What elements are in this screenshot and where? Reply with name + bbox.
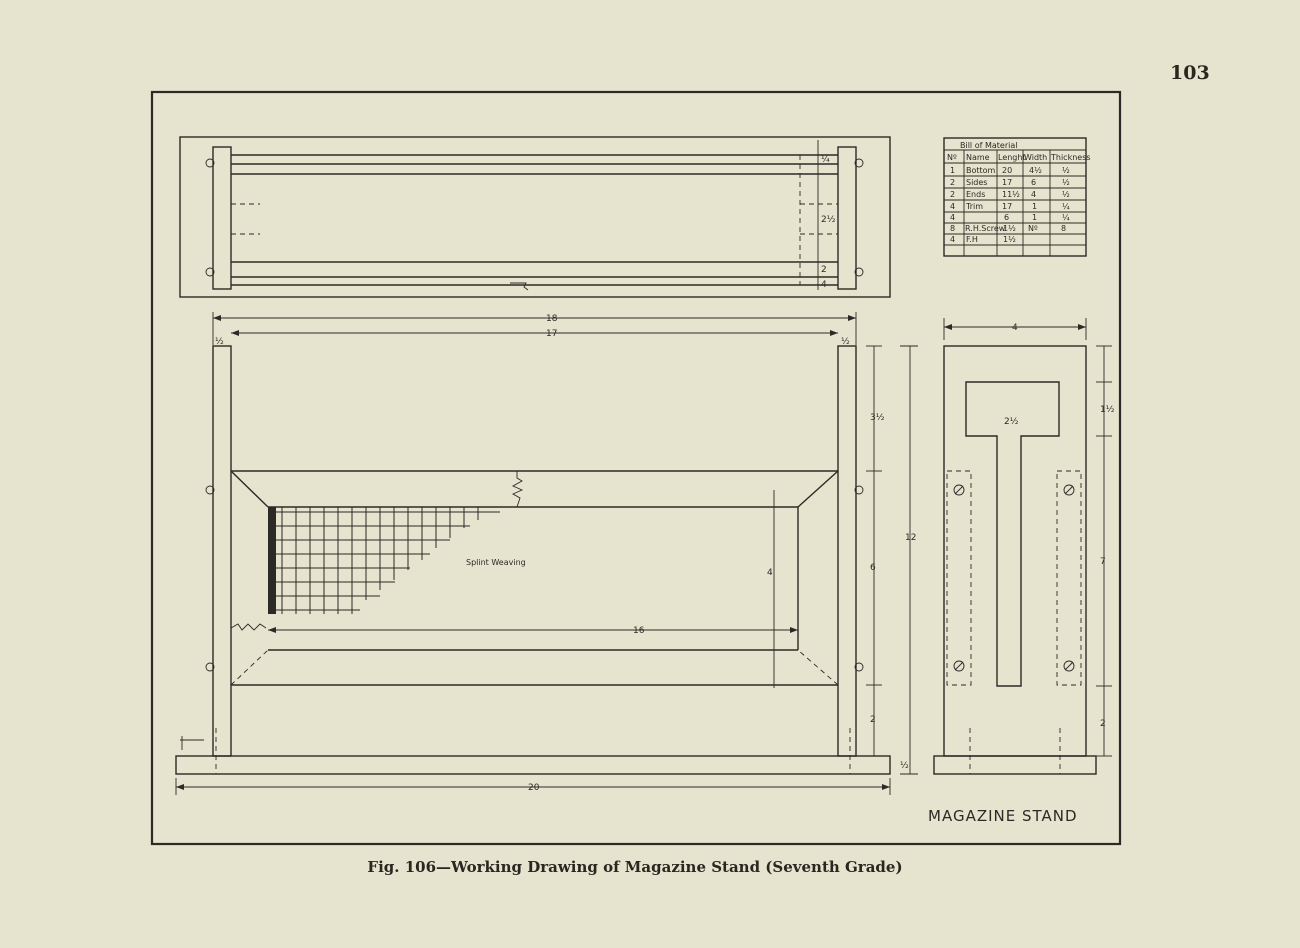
bom-cell: Sides (966, 178, 987, 187)
bom-cell: 20 (1002, 166, 1012, 175)
bom-cell: 1½ (1003, 224, 1016, 233)
bom-header-no: Nº (947, 153, 957, 162)
bom-cell: F.H (966, 235, 978, 244)
bom-cell: 17 (1002, 178, 1012, 187)
dim-panel-height: 4 (767, 568, 773, 578)
drawing-frame (150, 90, 1122, 846)
dim-top-width: 2½ (821, 215, 836, 225)
bom-cell: 1 (1032, 213, 1037, 222)
dim-overall-height: 12 (905, 533, 916, 543)
bom-cell: 4 (950, 213, 955, 222)
bom-cell: 11½ (1002, 190, 1020, 199)
bom-cell: 4 (950, 202, 955, 211)
dim-top-inner: 2 (821, 265, 827, 275)
bom-cell: 6 (1031, 178, 1036, 187)
bom-cell: 4 (950, 235, 955, 244)
top-view: 2½ ¼ 2 4 (179, 136, 891, 298)
figure-caption: Fig. 106—Working Drawing of Magazine Sta… (367, 858, 903, 876)
drawing-title: MAGAZINE STAND (928, 807, 1078, 825)
bom-cell: 4½ (1029, 166, 1042, 175)
dim-panel-length: 16 (633, 626, 645, 636)
dim-top-side: ¼ (821, 155, 830, 165)
bom-cell: 17 (1002, 202, 1012, 211)
bom-cell: Bottom (966, 166, 996, 175)
bom-cell: 6 (1004, 213, 1009, 222)
bom-cell: Ends (966, 190, 985, 199)
dim-top-gap: 3½ (870, 413, 885, 423)
bom-cell: 1 (1032, 202, 1037, 211)
bom-cell: ½ (1062, 178, 1070, 187)
bom-cell: Nº (1028, 224, 1038, 233)
page-number: 103 (1170, 62, 1210, 84)
bom-cell: ¼ (1062, 213, 1070, 222)
dim-inner-length: 17 (546, 329, 557, 339)
bom-cell: 1 (950, 166, 955, 175)
bom-cell: ¼ (1062, 202, 1070, 211)
bom-cell: ½ (1062, 190, 1070, 199)
bom-cell: 8 (1061, 224, 1066, 233)
bom-cell: R.H.Screw (965, 224, 1006, 233)
dim-base-thickness: ½ (900, 761, 909, 771)
dim-end-slot: 1½ (1100, 405, 1115, 415)
dim-end-bottom: 2 (1100, 719, 1106, 729)
dim-post-right: ½ (841, 337, 850, 347)
bom-cell: 4 (1031, 190, 1036, 199)
splint-weaving (268, 507, 500, 614)
dim-end-mid: 7 (1100, 557, 1106, 567)
end-view: 4 2½ 1½ 7 2 (933, 318, 1115, 775)
dim-side-height: 6 (870, 563, 876, 573)
dim-post-left: ½ (215, 337, 224, 347)
bom-cell: 1½ (1003, 235, 1016, 244)
front-view: 18 17 ½ ½ (175, 312, 918, 795)
bom-header-thickness: Thickness (1050, 153, 1091, 162)
bom-header-length: Lenght (998, 153, 1026, 162)
dim-top-edge: 4 (821, 280, 827, 290)
bom-cell: ½ (1062, 166, 1070, 175)
bom-cell: 2 (950, 190, 955, 199)
bill-of-material-table: Bill of Material Nº Name Lenght Width Th… (943, 137, 1091, 257)
dim-end-width: 4 (1012, 323, 1018, 333)
bom-title: Bill of Material (960, 141, 1017, 150)
bom-header-name: Name (966, 153, 990, 162)
weaving-note: Splint Weaving (466, 558, 526, 567)
bom-header-width: Width (1024, 153, 1047, 162)
bom-cell: Trim (965, 202, 983, 211)
dim-overall-length: 18 (546, 314, 558, 324)
bom-cell: 8 (950, 224, 955, 233)
bom-cell: 2 (950, 178, 955, 187)
dim-bottom-gap: 2 (870, 715, 876, 725)
dim-base-length: 20 (528, 783, 540, 793)
dim-end-slot-width: 2½ (1004, 417, 1019, 427)
